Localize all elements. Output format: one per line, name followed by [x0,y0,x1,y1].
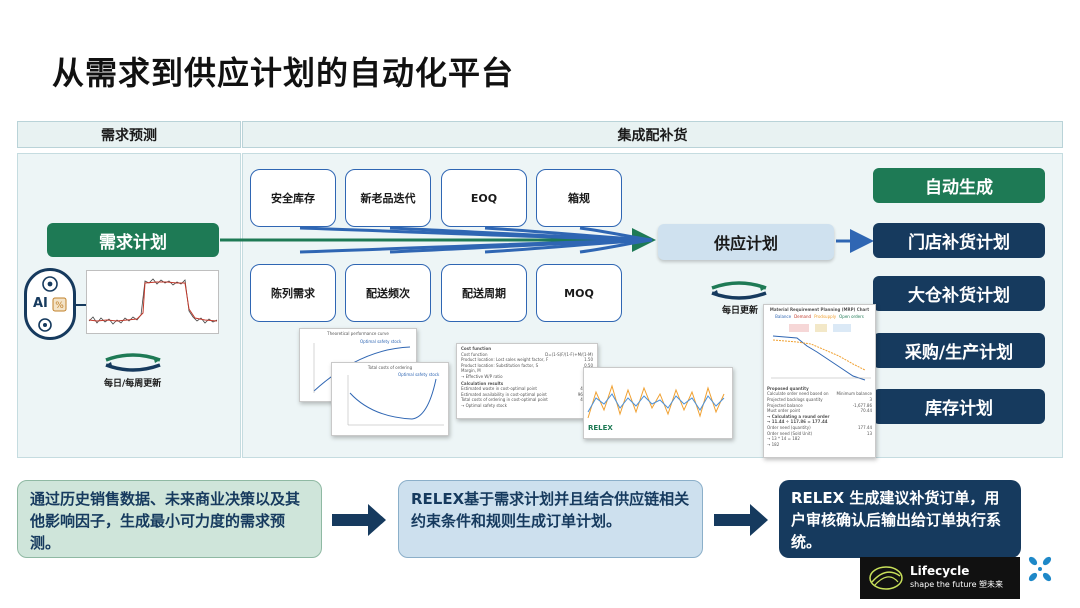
logo-tagline: shape the future 塑未来 [910,580,1004,589]
supply-cycle-label: 每日更新 [722,306,759,316]
flower-icon [1028,556,1052,582]
supply-plan-box[interactable]: 供应计划 [658,224,834,260]
cost-point-label: Optimal safety stock [398,372,440,377]
lifecycle-emblem-icon [869,566,903,590]
total-cost-thumbnail: Total costs of ordering Optimal safety s… [331,362,449,436]
note-relex-output: RELEX 生成建议补货订单，用户审核确认后输出给订单执行系统。 [779,480,1021,558]
auto-generate-button[interactable]: 自动生成 [873,168,1045,203]
param-new-old-iteration[interactable]: 新老品迭代 [345,169,431,227]
arrow-right-icon [332,504,386,536]
forecast-chart [86,270,219,334]
logo-name: Lifecycle [910,564,970,578]
refresh-icon [711,281,767,300]
eye-icon [42,276,58,292]
calc-results-header: Calculation results [461,380,504,386]
demand-cycle-label: 每日/每周更新 [104,379,162,389]
sales-line-thumbnail: RELEX [583,367,733,439]
proposed-header: Proposed quantity [767,385,809,391]
purchase-production-plan[interactable]: 采购/生产计划 [873,333,1045,368]
percent-icon [52,297,67,312]
page-title: 从需求到供应计划的自动化平台 [52,54,515,92]
note-demand-forecast: 通过历史销售数据、未来商业决策以及其他影响因子，生成最小可力度的需求预测。 [17,480,322,558]
param-delivery-cycle[interactable]: 配送周期 [441,264,527,322]
refresh-icon [105,353,161,372]
param-moq[interactable]: MOQ [536,264,622,322]
param-case-pack[interactable]: 箱规 [536,169,622,227]
dc-replenishment-plan[interactable]: 大仓补货计划 [873,276,1045,311]
perf-title: Theoretical performance curve [327,331,389,336]
head-icon [38,318,52,332]
arrow-right-icon [714,504,768,536]
param-safety-stock[interactable]: 安全库存 [250,169,336,227]
header-demand-forecast: 需求预测 [17,121,241,148]
mrp-thumbnail: Material Requirement Planning (MRP) Char… [763,304,876,458]
ai-label: AI [33,296,48,311]
perf-point-label: Optimal safety stock [360,339,402,344]
calc-header: Cost function [461,346,492,351]
header-integrated-replenishment: 集成配补货 [242,121,1063,148]
cost-title: Total costs of ordering [367,365,413,370]
mrp-title: Material Requirement Planning (MRP) Char… [769,307,870,312]
store-replenishment-plan[interactable]: 门店补货计划 [873,223,1045,258]
ai-badge: % [24,268,76,340]
svg-text:%: % [55,301,64,311]
note-relex-order-plan: RELEX基于需求计划并且结合供应链相关约束条件和规则生成订单计划。 [398,480,703,558]
param-display-demand[interactable]: 陈列需求 [250,264,336,322]
relex-watermark: RELEX [588,424,613,432]
lifecycle-logo: Lifecycle shape the future 塑未来 [860,557,1020,599]
demand-plan-button[interactable]: 需求计划 [47,223,219,257]
param-eoq[interactable]: EOQ [441,169,527,227]
param-delivery-frequency[interactable]: 配送频次 [345,264,431,322]
inventory-plan[interactable]: 库存计划 [873,389,1045,424]
